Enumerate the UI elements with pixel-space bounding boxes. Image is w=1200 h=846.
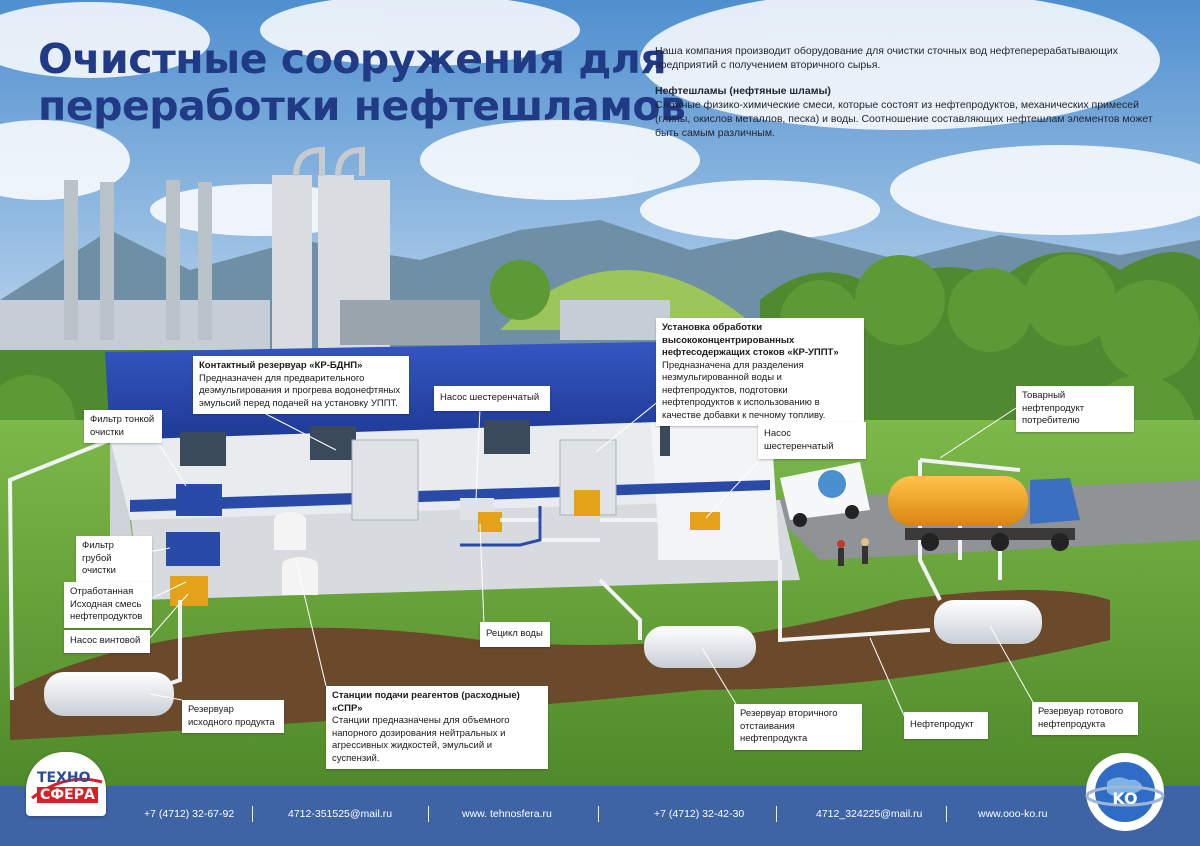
- ko-logo: KO: [1085, 752, 1165, 832]
- footer-separator: [776, 806, 777, 822]
- people: [837, 538, 869, 566]
- footer-bar: [0, 786, 1200, 846]
- callout-gear-pump-1: Насос шестеренчатый: [434, 386, 550, 411]
- callout-secondary-tank: Резервуар вторичного отстаивания нефтепр…: [734, 704, 862, 750]
- callout-spr: Станции подачи реагентов (расходные) «СП…: [326, 686, 548, 769]
- callout-kr-uppt-title: Установка обработки высококонцентрирован…: [662, 322, 839, 358]
- callout-kr-bdnp-text: Предназначен для предварительного деэмул…: [199, 372, 401, 409]
- page-title: Очистные сооружения для переработки нефт…: [38, 35, 686, 130]
- globe-icon: KO: [1085, 753, 1165, 831]
- title-line-1: Очистные сооружения для: [38, 35, 667, 83]
- callout-kr-uppt-text: Предназначена для разделения незмульгиро…: [662, 359, 826, 421]
- callout-source-tank: Резервуар исходного продукта: [182, 700, 284, 733]
- footer-phone-1: +7 (4712) 32-67-92: [144, 808, 235, 820]
- clouds: [0, 0, 1200, 240]
- underground-tanks: [44, 600, 1042, 716]
- intro-text: Наша компания производит оборудование дл…: [655, 44, 1165, 152]
- footer-separator: [598, 806, 599, 822]
- callout-finished-tank: Резервуар готового нефтепродукта: [1032, 702, 1138, 735]
- callout-spr-text: Станции предназначены для объемного напо…: [332, 715, 510, 764]
- footer-phone-2: +7 (4712) 32-42-30: [654, 808, 745, 820]
- footer-email-1[interactable]: 4712-351525@mail.ru: [288, 808, 393, 820]
- logo-left-line-2: СФЕРА: [37, 787, 98, 803]
- footer-web-1[interactable]: www. tehnosfera.ru: [462, 808, 552, 820]
- footer-web-2[interactable]: www.ooo-ko.ru: [978, 808, 1048, 820]
- tanker-truck: [888, 476, 1080, 551]
- logo-right-text: KO: [1112, 789, 1137, 808]
- callout-gear-pump-2: Насос шестеренчатый: [758, 422, 866, 459]
- footer-separator: [428, 806, 429, 822]
- callout-water-recycle: Рецикл воды: [480, 622, 550, 647]
- refinery-background: [0, 146, 670, 375]
- footer-separator: [946, 806, 947, 822]
- callout-oil-product: Нефтепродукт: [904, 712, 988, 739]
- delivery-van: [780, 462, 870, 527]
- logo-left-line-1: ТЕХНО: [37, 770, 91, 786]
- intro-heading: Нефтешламы (нефтяные шламы): [655, 85, 831, 97]
- callout-kr-bdnp-title: Контактный резервуар «КР-БДНП»: [199, 360, 363, 371]
- callout-spent-mix: Отработанная Исходная смесь нефтепродукт…: [64, 582, 152, 628]
- footer-email-2[interactable]: 4712_324225@mail.ru: [816, 808, 923, 820]
- intro-paragraph-2: Сложные физико-химические смеси, которые…: [655, 99, 1153, 139]
- soil-trench: [10, 590, 1110, 740]
- callout-spr-title: Станции подачи реагентов (расходные) «СП…: [332, 690, 520, 714]
- callout-coarse-filter: Фильтр грубой очистки: [76, 536, 152, 582]
- callout-screw-pump: Насос винтовой: [64, 630, 150, 653]
- equipment: [166, 439, 720, 606]
- blue-pipe: [460, 506, 542, 547]
- callout-fine-filter: Фильтр тонкой очистки: [84, 410, 162, 443]
- callout-kr-bdnp: Контактный резервуар «КР-БДНП» Предназна…: [193, 356, 409, 414]
- footer-separator: [252, 806, 253, 822]
- intro-paragraph-1: Наша компания производит оборудование дл…: [655, 45, 1119, 71]
- callout-kr-uppt: Установка обработки высококонцентрирован…: [656, 318, 864, 426]
- tehnosfera-logo: ТЕХНО СФЕРА: [26, 752, 106, 816]
- title-line-2: переработки нефтешламов: [38, 82, 686, 130]
- callout-commodity-product: Товарный нефтепродукт потребителю: [1016, 386, 1134, 432]
